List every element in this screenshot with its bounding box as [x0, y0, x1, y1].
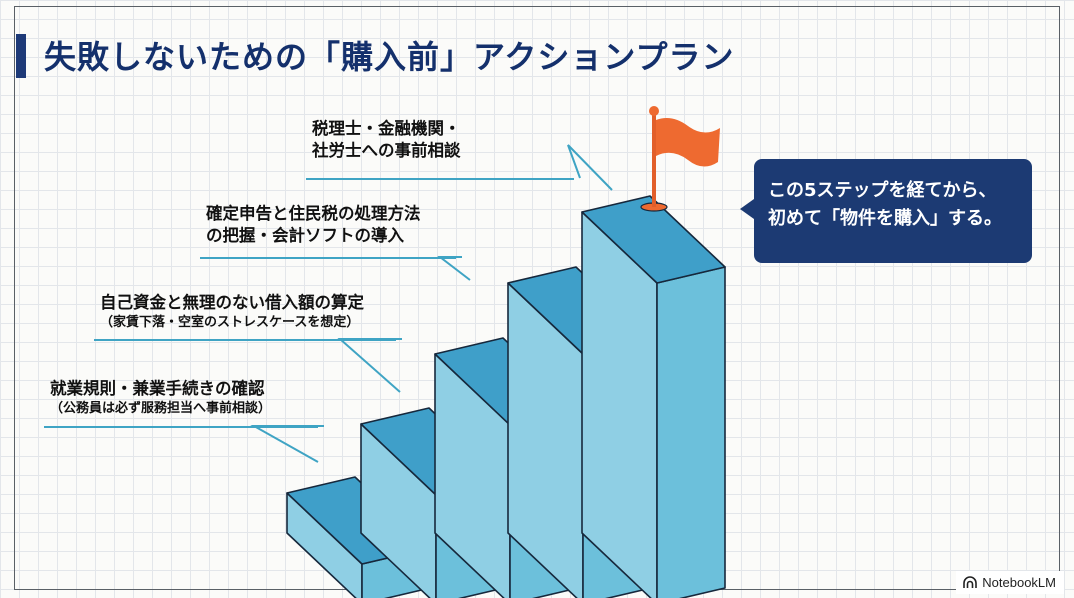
step-5-line1: 税理士・金融機関・ — [312, 119, 461, 138]
step-3-sub: （家賃下落・空室のストレスケースを想定） — [100, 315, 360, 331]
step-3-main: 自己資金と無理のない借入額の算定 — [100, 293, 364, 312]
notebooklm-logo-icon — [963, 576, 978, 588]
step-5-front — [656, 266, 726, 598]
step-5-line2: 社労士への事前相談 — [312, 141, 461, 161]
step-5-top — [581, 195, 726, 284]
step-2-main: 就業規則・兼業手続きの確認 — [50, 379, 265, 398]
staircase-steps — [286, 195, 726, 598]
step-4-underline — [200, 257, 456, 259]
step-3-label: 自己資金と無理のない借入額の算定 （家賃下落・空室のストレスケースを想定） — [94, 292, 396, 341]
summary-callout: この5ステップを経てから、 初めて「物件を購入」する。 — [740, 159, 1032, 263]
leader-line-4 — [437, 256, 471, 281]
step-5-underline — [306, 178, 574, 180]
step-4-label: 確定申告と住民税の処理方法 の把握・会計ソフトの導入 — [200, 203, 456, 259]
step-4-line1: 確定申告と住民税の処理方法 — [206, 204, 421, 223]
step-5-label: 税理士・金融機関・ 社労士への事前相談 — [306, 118, 574, 180]
step-3-underline — [94, 339, 396, 341]
flag-cloth — [656, 118, 720, 167]
leader-line-5 — [567, 144, 613, 191]
step-4-line2: の把握・会計ソフトの導入 — [206, 226, 404, 246]
title-accent-bar — [16, 34, 26, 78]
page-title: 失敗しないための「購入前」アクションプラン — [44, 38, 735, 76]
step-2-sub: （公務員は必ず服務担当へ事前相談） — [50, 401, 272, 417]
brand-badge: NotebookLM — [956, 571, 1064, 594]
leader-line-3 — [337, 338, 402, 393]
step-2-underline — [44, 426, 318, 428]
brand-name: NotebookLM — [982, 575, 1056, 590]
callout-line-1: この5ステップを経てから、 — [768, 180, 997, 201]
leader-line-2 — [250, 425, 324, 463]
callout-line-2: 初めて「物件を購入」する。 — [768, 207, 1002, 229]
step-2-label: 就業規則・兼業手続きの確認 （公務員は必ず服務担当へ事前相談） — [44, 378, 318, 428]
flag-icon — [640, 106, 720, 212]
flag-pole-cap — [649, 106, 659, 116]
